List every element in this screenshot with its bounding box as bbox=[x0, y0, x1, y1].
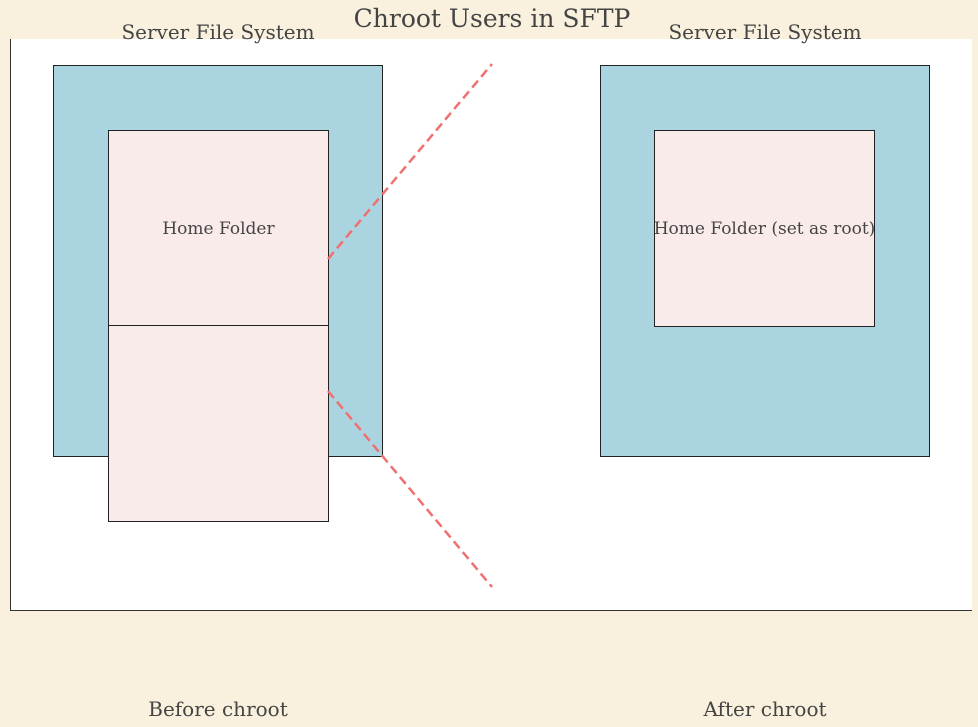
right-filesystem-label: Server File System bbox=[668, 20, 862, 44]
left-home-folder-label: Home Folder bbox=[162, 218, 275, 239]
before-chroot-caption: Before chroot bbox=[148, 697, 288, 721]
diagram-title: Chroot Users in SFTP bbox=[353, 4, 631, 33]
left-home-folder-extension-box bbox=[108, 325, 329, 522]
upper-connector-line bbox=[327, 63, 493, 260]
after-chroot-caption: After chroot bbox=[703, 697, 827, 721]
left-filesystem-label: Server File System bbox=[121, 20, 315, 44]
lower-connector-line bbox=[327, 390, 493, 588]
right-home-folder-box: Home Folder (set as root) bbox=[654, 130, 875, 327]
left-home-folder-box: Home Folder bbox=[108, 130, 329, 327]
right-home-folder-label: Home Folder (set as root) bbox=[653, 218, 876, 239]
